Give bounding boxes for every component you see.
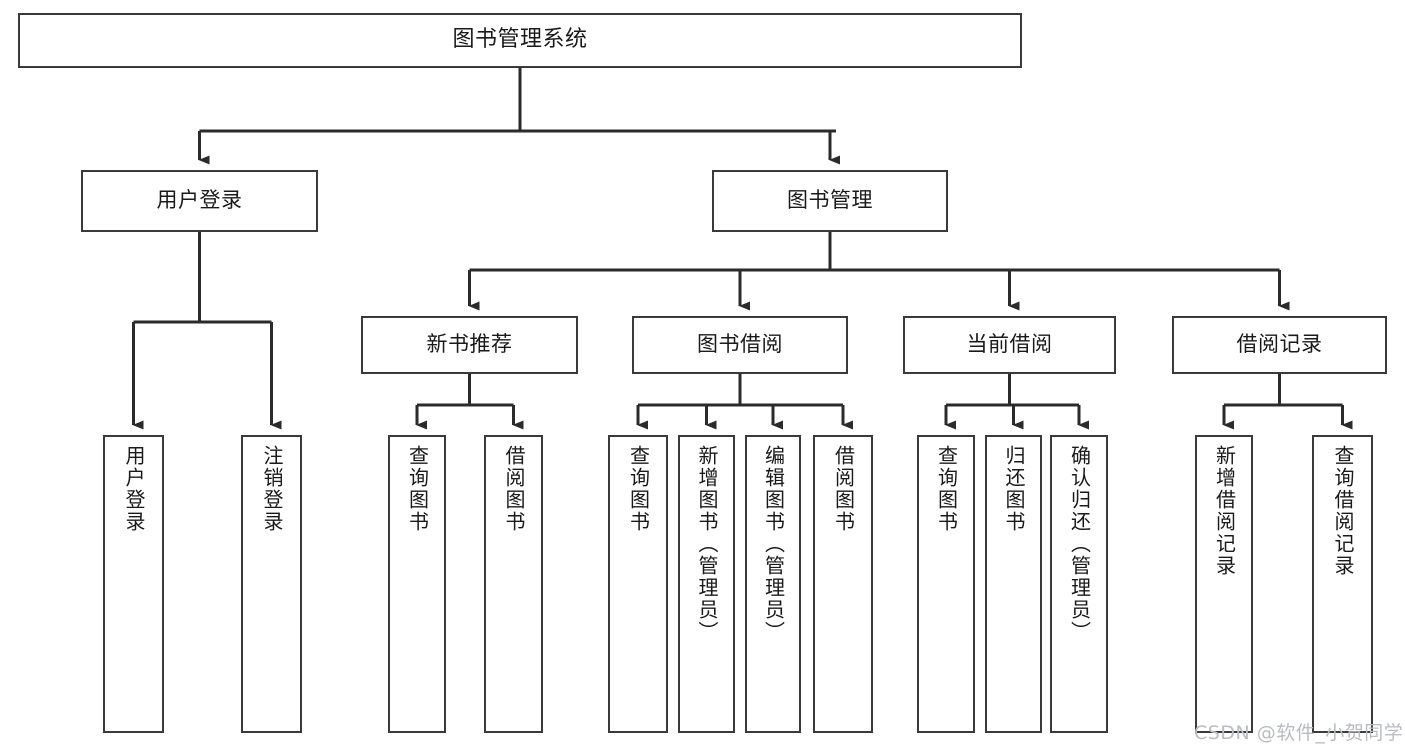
node-label: 借阅图书 (502, 445, 526, 533)
node-leaf-return-books[interactable]: 归还图书 (985, 435, 1042, 733)
node-label: 确认归还（管理员） (1067, 445, 1092, 643)
node-label: 图书管理系统 (452, 27, 588, 53)
node-label: 注销登录 (260, 445, 284, 533)
csdn-watermark: CSDN @软件_小贺同学 (1194, 722, 1404, 744)
node-label: 查询图书 (626, 445, 651, 533)
node-label: 新增图书（管理员） (695, 445, 719, 643)
node-label: 借阅记录 (1236, 332, 1323, 357)
node-book-management[interactable]: 图书管理 (712, 170, 948, 232)
node-leaf-logout[interactable]: 注销登录 (241, 435, 302, 733)
node-user-login[interactable]: 用户登录 (81, 170, 318, 232)
node-label: 新书推荐 (426, 332, 513, 357)
node-leaf-add-book-admin[interactable]: 新增图书（管理员） (678, 435, 735, 733)
node-label: 编辑图书（管理员） (761, 445, 786, 643)
node-book-borrowing[interactable]: 图书借阅 (632, 316, 848, 374)
node-label: 当前借阅 (966, 332, 1053, 357)
node-book-management-system[interactable]: 图书管理系统 (18, 13, 1022, 68)
node-leaf-query-books-current[interactable]: 查询图书 (917, 435, 975, 733)
node-leaf-confirm-return-admin[interactable]: 确认归还（管理员） (1050, 435, 1108, 733)
node-label: 查询图书 (405, 445, 430, 533)
node-leaf-add-borrow-record[interactable]: 新增借阅记录 (1195, 435, 1253, 733)
node-label: 查询图书 (934, 445, 959, 533)
node-leaf-user-login[interactable]: 用户登录 (103, 435, 164, 733)
node-label: 图书管理 (787, 188, 873, 213)
node-label: 查询借阅记录 (1331, 445, 1355, 577)
node-leaf-query-books-borrowing[interactable]: 查询图书 (608, 435, 668, 733)
node-new-book-recommendation[interactable]: 新书推荐 (361, 316, 578, 374)
node-label: 归还图书 (1002, 445, 1026, 533)
node-borrowing-records[interactable]: 借阅记录 (1172, 316, 1387, 374)
node-label: 用户登录 (122, 445, 146, 533)
node-label: 新增借阅记录 (1212, 445, 1237, 577)
node-label: 图书借阅 (697, 332, 783, 357)
node-label: 用户登录 (156, 188, 243, 213)
node-leaf-edit-book-admin[interactable]: 编辑图书（管理员） (745, 435, 801, 733)
node-leaf-borrow-books-newbook[interactable]: 借阅图书 (484, 435, 543, 733)
node-current-borrowing[interactable]: 当前借阅 (903, 316, 1116, 374)
node-leaf-query-borrow-record[interactable]: 查询借阅记录 (1312, 435, 1373, 733)
node-label: 借阅图书 (831, 445, 856, 533)
node-leaf-borrow-books[interactable]: 借阅图书 (813, 435, 873, 733)
node-leaf-query-books-newbook[interactable]: 查询图书 (388, 435, 446, 733)
